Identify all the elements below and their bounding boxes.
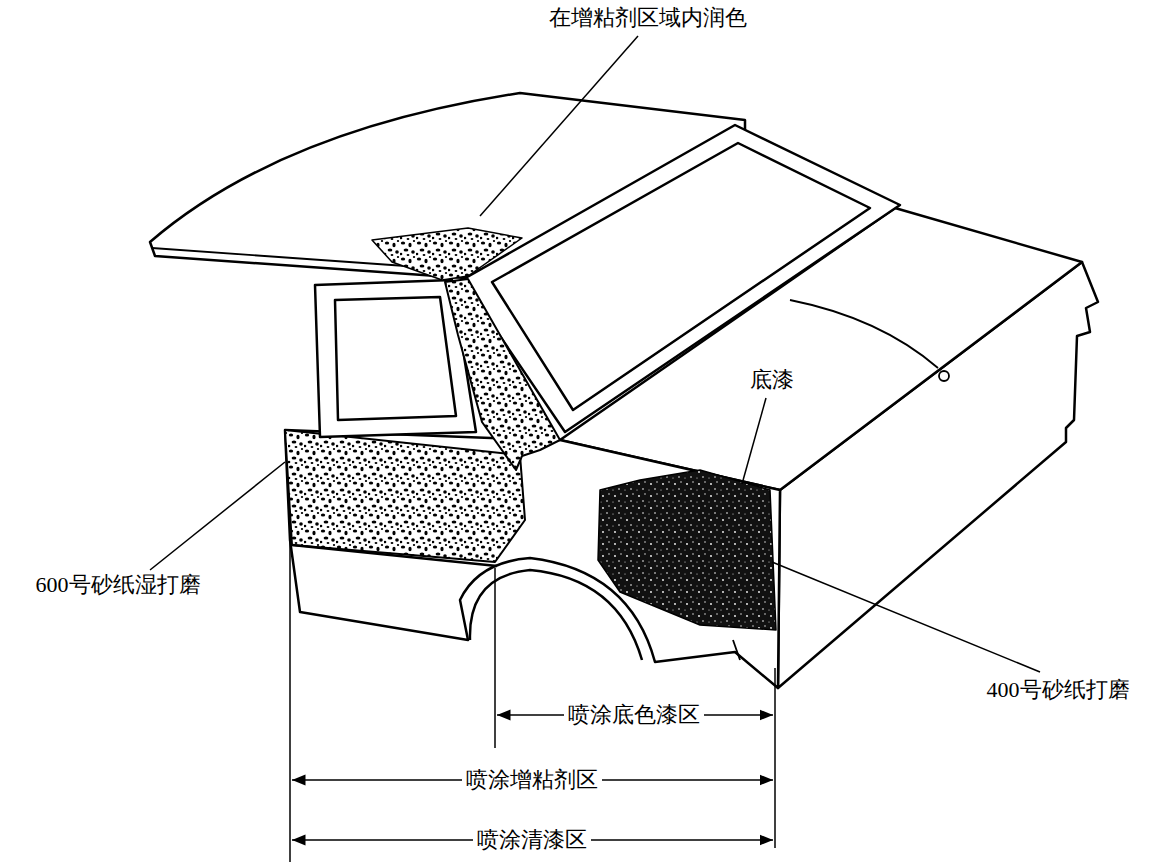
rear-window-glass [492,143,870,410]
extension-line [774,668,776,848]
trunk-crease [790,300,938,368]
extension-line [494,568,496,748]
part-label: 400号砂纸打磨 [983,677,1134,703]
part-label: 底漆 [746,367,798,393]
door-sanded-area [285,430,525,562]
extension-line [289,540,291,862]
body-side [285,430,780,688]
trunk-lock [939,371,949,381]
dimension-label: 喷涂增粘剂区 [462,767,602,793]
leader-line [150,462,285,570]
part-label: 在增粘剂区域内润色 [545,5,751,31]
primer-area [598,470,776,630]
part-label: 600号砂纸湿打磨 [32,572,205,598]
pillar-blend-area [445,279,560,470]
leader-line [480,36,638,216]
leader-line [772,562,1040,672]
side-window-glass [335,297,456,420]
leader-line [742,398,766,484]
panel-mark [733,640,740,660]
door-lower-edge [292,545,497,566]
dimension-label: 喷涂清漆区 [473,827,591,853]
roof-blend-area [372,228,522,280]
dimension-label: 喷涂底色漆区 [564,702,704,728]
